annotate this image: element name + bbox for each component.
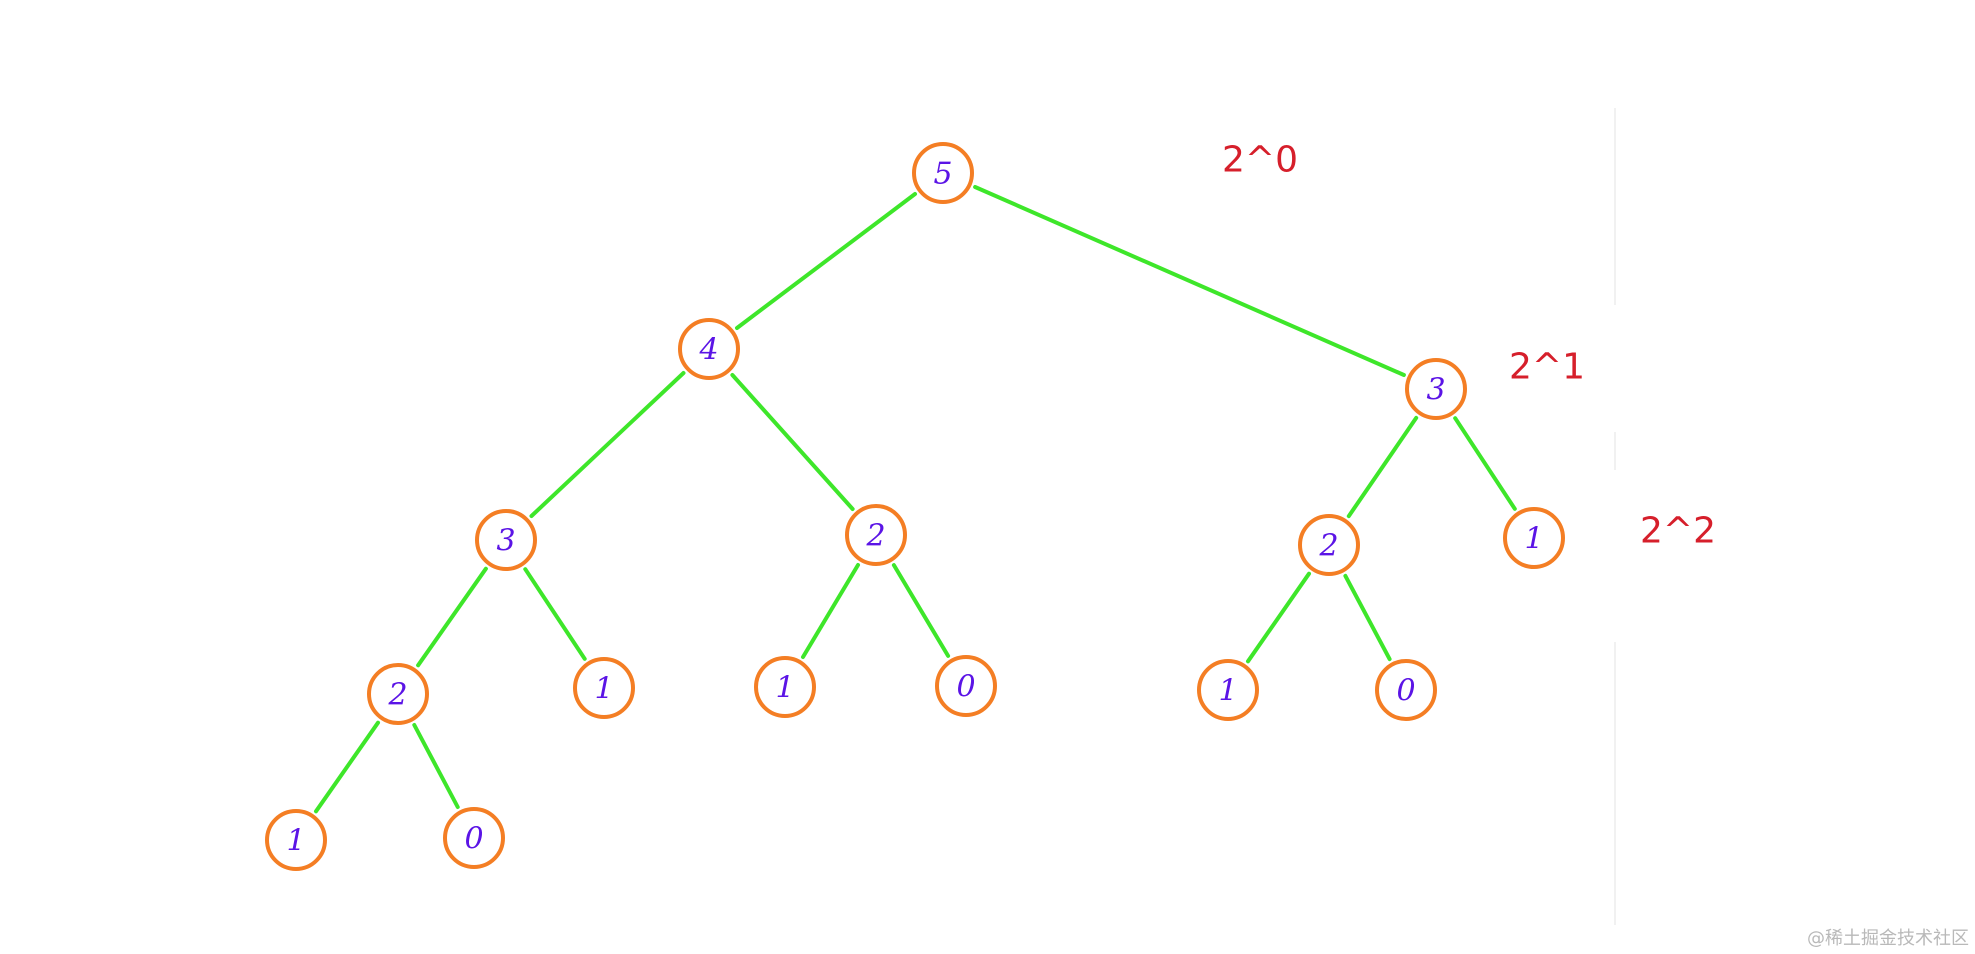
node-circle bbox=[475, 509, 537, 571]
node-label: 2 bbox=[1318, 529, 1338, 564]
tree-edge bbox=[735, 192, 917, 330]
tree-node: 2 bbox=[367, 663, 429, 725]
node-label: 0 bbox=[956, 670, 975, 705]
tree-edge bbox=[1343, 573, 1392, 662]
tree-node: 1 bbox=[1197, 659, 1259, 721]
node-circle bbox=[1298, 514, 1360, 576]
node-circle bbox=[443, 807, 505, 869]
node-label: 1 bbox=[775, 671, 794, 706]
tree-edge bbox=[416, 566, 488, 668]
tree-node: 1 bbox=[573, 657, 635, 719]
tree-node: 2 bbox=[1298, 514, 1360, 576]
level-label-2-pow-1: 2^1 bbox=[1509, 347, 1585, 388]
node-label: 1 bbox=[286, 824, 305, 859]
tree-node: 1 bbox=[265, 809, 327, 871]
tree-edge bbox=[314, 720, 380, 814]
tree-edge bbox=[973, 185, 1406, 377]
node-label: 2 bbox=[387, 678, 407, 713]
node-circle bbox=[573, 657, 635, 719]
node-circle bbox=[845, 504, 907, 566]
node-label: 1 bbox=[1218, 674, 1237, 709]
edges bbox=[314, 185, 1517, 814]
nodes: 5 4 3 3 2 2 1 2 1 1 0 1 0 1 0 bbox=[265, 142, 1565, 871]
tree-node: 3 bbox=[1405, 358, 1467, 420]
level-label-2-pow-2: 2^2 bbox=[1640, 511, 1716, 552]
node-label: 3 bbox=[496, 524, 515, 559]
node-circle bbox=[1405, 358, 1467, 420]
node-circle bbox=[912, 142, 974, 204]
node-label: 1 bbox=[594, 672, 613, 707]
level-label-2-pow-0: 2^0 bbox=[1222, 140, 1298, 181]
tree-edge bbox=[523, 567, 587, 661]
tree-node: 3 bbox=[475, 509, 537, 571]
tree-edge bbox=[529, 371, 686, 518]
tree-node: 0 bbox=[935, 655, 997, 717]
tree-node: 5 bbox=[912, 142, 974, 204]
tree-edge bbox=[1453, 416, 1517, 511]
node-circle bbox=[935, 655, 997, 717]
node-circle bbox=[265, 809, 327, 871]
node-circle bbox=[678, 318, 740, 380]
node-label: 5 bbox=[933, 157, 952, 192]
node-circle bbox=[367, 663, 429, 725]
node-label: 0 bbox=[1396, 674, 1415, 709]
tree-node: 1 bbox=[1503, 507, 1565, 569]
tree-edge bbox=[801, 563, 860, 659]
node-label: 4 bbox=[698, 333, 718, 368]
tree-edge bbox=[1246, 571, 1311, 664]
tree-node: 1 bbox=[754, 656, 816, 718]
tree-edge bbox=[730, 373, 855, 511]
node-label: 0 bbox=[464, 822, 483, 857]
tree-edge bbox=[1346, 415, 1419, 519]
node-circle bbox=[1197, 659, 1259, 721]
tree-node: 0 bbox=[1375, 659, 1437, 721]
tree-edge bbox=[891, 563, 951, 658]
node-circle bbox=[754, 656, 816, 718]
node-circle bbox=[1503, 507, 1565, 569]
node-label: 3 bbox=[1426, 373, 1445, 408]
tree-node: 0 bbox=[443, 807, 505, 869]
watermark: @稀土掘金技术社区 bbox=[1807, 928, 1969, 949]
node-circle bbox=[1375, 659, 1437, 721]
tree-node: 2 bbox=[845, 504, 907, 566]
tree-edge bbox=[412, 723, 460, 809]
node-label: 2 bbox=[865, 519, 885, 554]
node-label: 1 bbox=[1524, 522, 1543, 557]
tree-node: 4 bbox=[678, 318, 740, 380]
